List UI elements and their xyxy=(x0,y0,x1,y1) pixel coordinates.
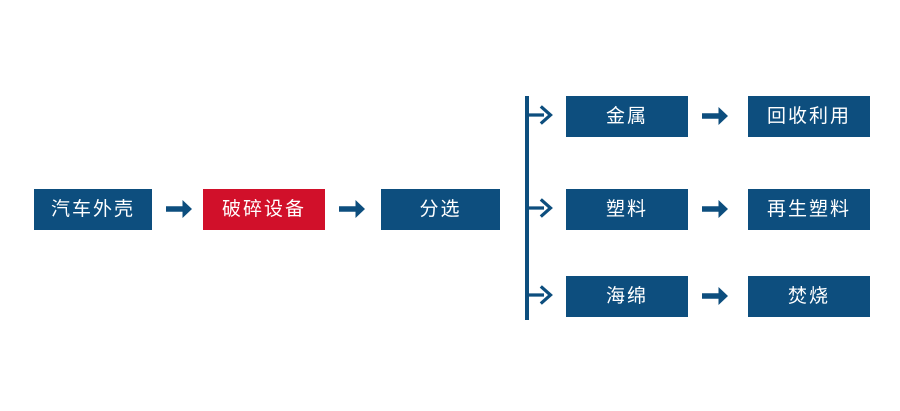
node-regenerated-plastic[interactable]: 再生塑料 xyxy=(748,189,870,230)
node-incineration[interactable]: 焚烧 xyxy=(748,276,870,317)
node-plastic[interactable]: 塑料 xyxy=(566,189,688,230)
node-sponge[interactable]: 海绵 xyxy=(566,276,688,317)
arrow-plastic-to-regenerated-plastic xyxy=(700,189,730,229)
branch-arrow-plastic xyxy=(527,196,553,222)
node-crusher-equipment[interactable]: 破碎设备 xyxy=(203,189,325,230)
branch-arrow-sponge xyxy=(527,283,553,309)
node-recycle-reuse[interactable]: 回收利用 xyxy=(748,96,870,137)
node-sorting[interactable]: 分选 xyxy=(381,189,500,230)
arrow-car-shell-to-crusher xyxy=(164,189,194,229)
node-label: 回收利用 xyxy=(766,105,851,127)
node-label: 汽车外壳 xyxy=(50,198,135,220)
node-label: 塑料 xyxy=(605,198,648,220)
node-label: 海绵 xyxy=(605,285,648,307)
node-label: 金属 xyxy=(605,105,648,127)
branch-arrow-metal xyxy=(527,103,553,129)
node-label: 焚烧 xyxy=(787,285,830,307)
node-label: 分选 xyxy=(419,198,462,220)
arrow-sponge-to-incineration xyxy=(700,276,730,316)
node-label: 再生塑料 xyxy=(766,198,851,220)
arrow-crusher-to-sorting xyxy=(337,189,367,229)
node-car-shell[interactable]: 汽车外壳 xyxy=(34,189,152,230)
node-label: 破碎设备 xyxy=(221,198,306,220)
node-metal[interactable]: 金属 xyxy=(566,96,688,137)
arrow-metal-to-recycle xyxy=(700,96,730,136)
